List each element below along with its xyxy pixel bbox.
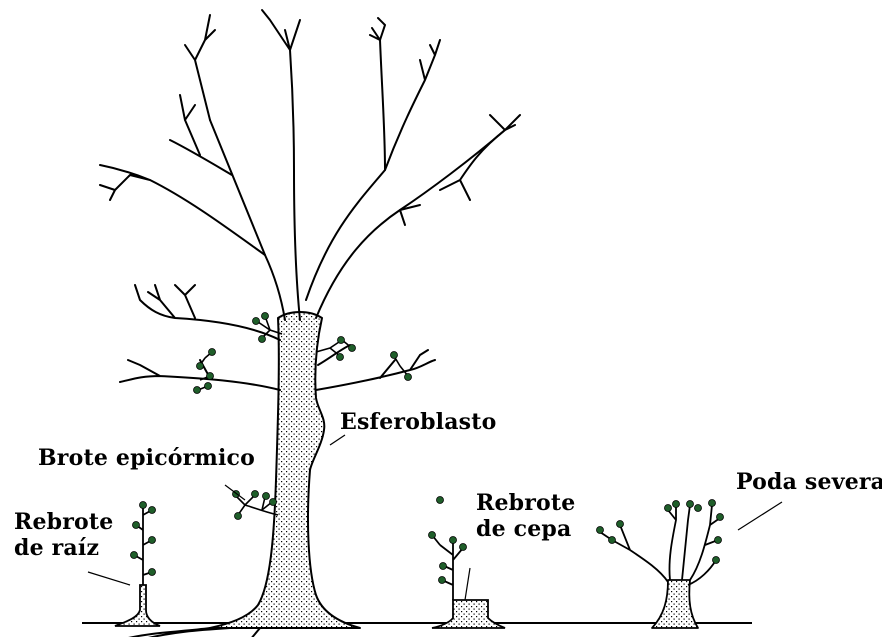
- label-rebrote-raiz-line1: Rebrote: [14, 510, 114, 534]
- main-tree: [100, 10, 520, 637]
- pollard-buds: [597, 500, 724, 564]
- label-esferoblasto: Esferoblasto: [340, 410, 497, 434]
- label-rebrote-cepa-line1: Rebrote: [476, 491, 576, 515]
- stump-sprout-buds: [429, 497, 467, 584]
- label-rebrote-cepa-line2: de cepa: [476, 517, 571, 541]
- label-rebrote-raiz-line2: de raíz: [14, 536, 99, 560]
- label-brote-epicormico: Brote epicórmico: [38, 446, 255, 470]
- label-poda-severa: Poda severa: [736, 470, 882, 494]
